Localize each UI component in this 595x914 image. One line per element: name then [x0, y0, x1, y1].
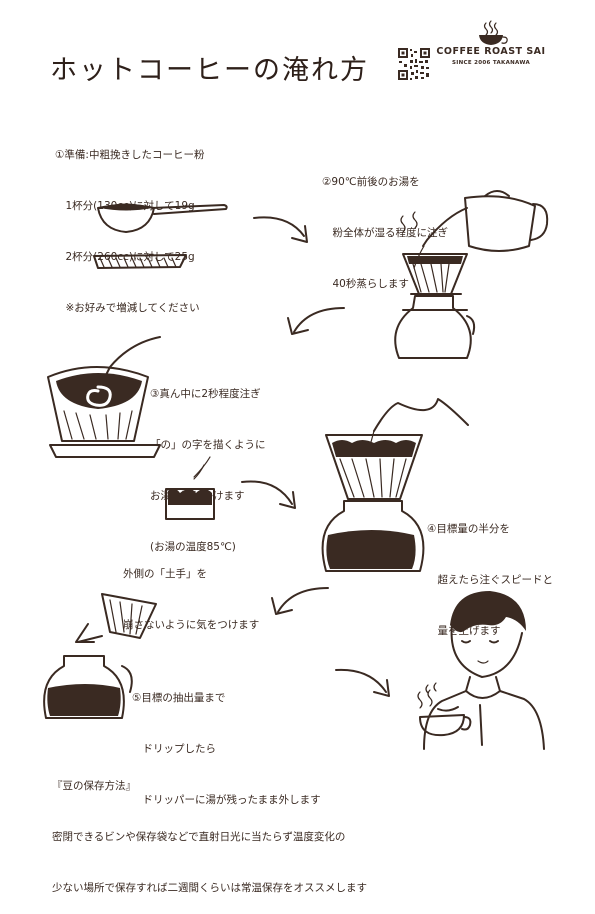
- step2-line: 40秒蒸らします: [322, 278, 409, 290]
- kettle-and-dripper-illustration: [394, 190, 549, 359]
- bank-cross-section-illustration: [165, 456, 215, 520]
- page-title: ホットコーヒーの淹れ方: [50, 55, 369, 86]
- brand-name: COFFEE ROAST SAI: [436, 46, 546, 57]
- step3-line: 「の」の字を描くように: [150, 439, 266, 451]
- steam-icon: [417, 689, 433, 709]
- second-pour-illustration: [321, 398, 469, 572]
- storage-line: 少ない場所で保存すれば二週間くらいは常温保存をオススメします: [52, 882, 367, 894]
- step5-line: ドリップしたら: [132, 743, 216, 755]
- bank-note-text: 外側の「土手」を 崩さないように気をつけます: [123, 532, 259, 651]
- bank-note-line: 崩さないように気をつけます: [123, 619, 260, 631]
- step3-line: ③真ん中に2秒程度注ぎ: [150, 388, 261, 400]
- step1-line: ①準備:中粗挽きしたコーヒー粉: [55, 149, 205, 161]
- arrow-right-icon: [241, 480, 296, 509]
- qr-code-icon[interactable]: [397, 47, 431, 81]
- steaming-cup-logo-icon: [479, 20, 508, 45]
- storage-heading: 『豆の保存方法』: [52, 780, 136, 792]
- step1-line: 2杯分(260cc)に対して25g: [55, 251, 195, 263]
- person-drinking-coffee-illustration: [419, 591, 545, 750]
- remove-dripper-illustration: [43, 593, 157, 719]
- bank-note-line: 外側の「土手」を: [123, 568, 207, 580]
- arrow-left-icon: [271, 587, 329, 615]
- step3-line: (お湯の温度85℃): [150, 541, 236, 553]
- spiral-pour-illustration: [47, 336, 161, 458]
- step2-text: ②90℃前後のお湯を 粉全体が湿る程度に注ぎ 40秒蒸らします: [322, 140, 448, 310]
- arrow-right-icon: [253, 216, 308, 243]
- arrow-left-icon: [287, 307, 345, 335]
- step2-line: ②90℃前後のお湯を: [322, 176, 420, 188]
- storage-line: 密閉できるビンや保存袋などで直射日光に当たらず温度変化の: [52, 831, 346, 843]
- step5-line: ドリッパーに湯が残ったまま外します: [132, 794, 321, 806]
- brand-since: SINCE 2006 TAKANAWA: [451, 60, 531, 66]
- scoop-and-filter-illustration: [93, 203, 228, 269]
- step5-text: ⑤目標の抽出量まで ドリップしたら ドリッパーに湯が残ったまま外します: [132, 656, 321, 826]
- step5-line: ⑤目標の抽出量まで: [132, 692, 226, 704]
- step4-line: ④目標量の半分を: [427, 523, 510, 535]
- arrow-right-icon: [335, 668, 390, 697]
- step1-text: ①準備:中粗挽きしたコーヒー粉 1杯分(130cc)に対して19g 2杯分(26…: [55, 113, 204, 334]
- step1-line: ※お好みで増減してください: [55, 302, 200, 314]
- storage-section: 『豆の保存方法』 密閉できるビンや保存袋などで直射日光に当たらず温度変化の 少な…: [52, 744, 367, 914]
- step2-line: 粉全体が湿る程度に注ぎ: [322, 227, 448, 239]
- step4-line: 超えたら注ぐスピードと: [427, 574, 553, 586]
